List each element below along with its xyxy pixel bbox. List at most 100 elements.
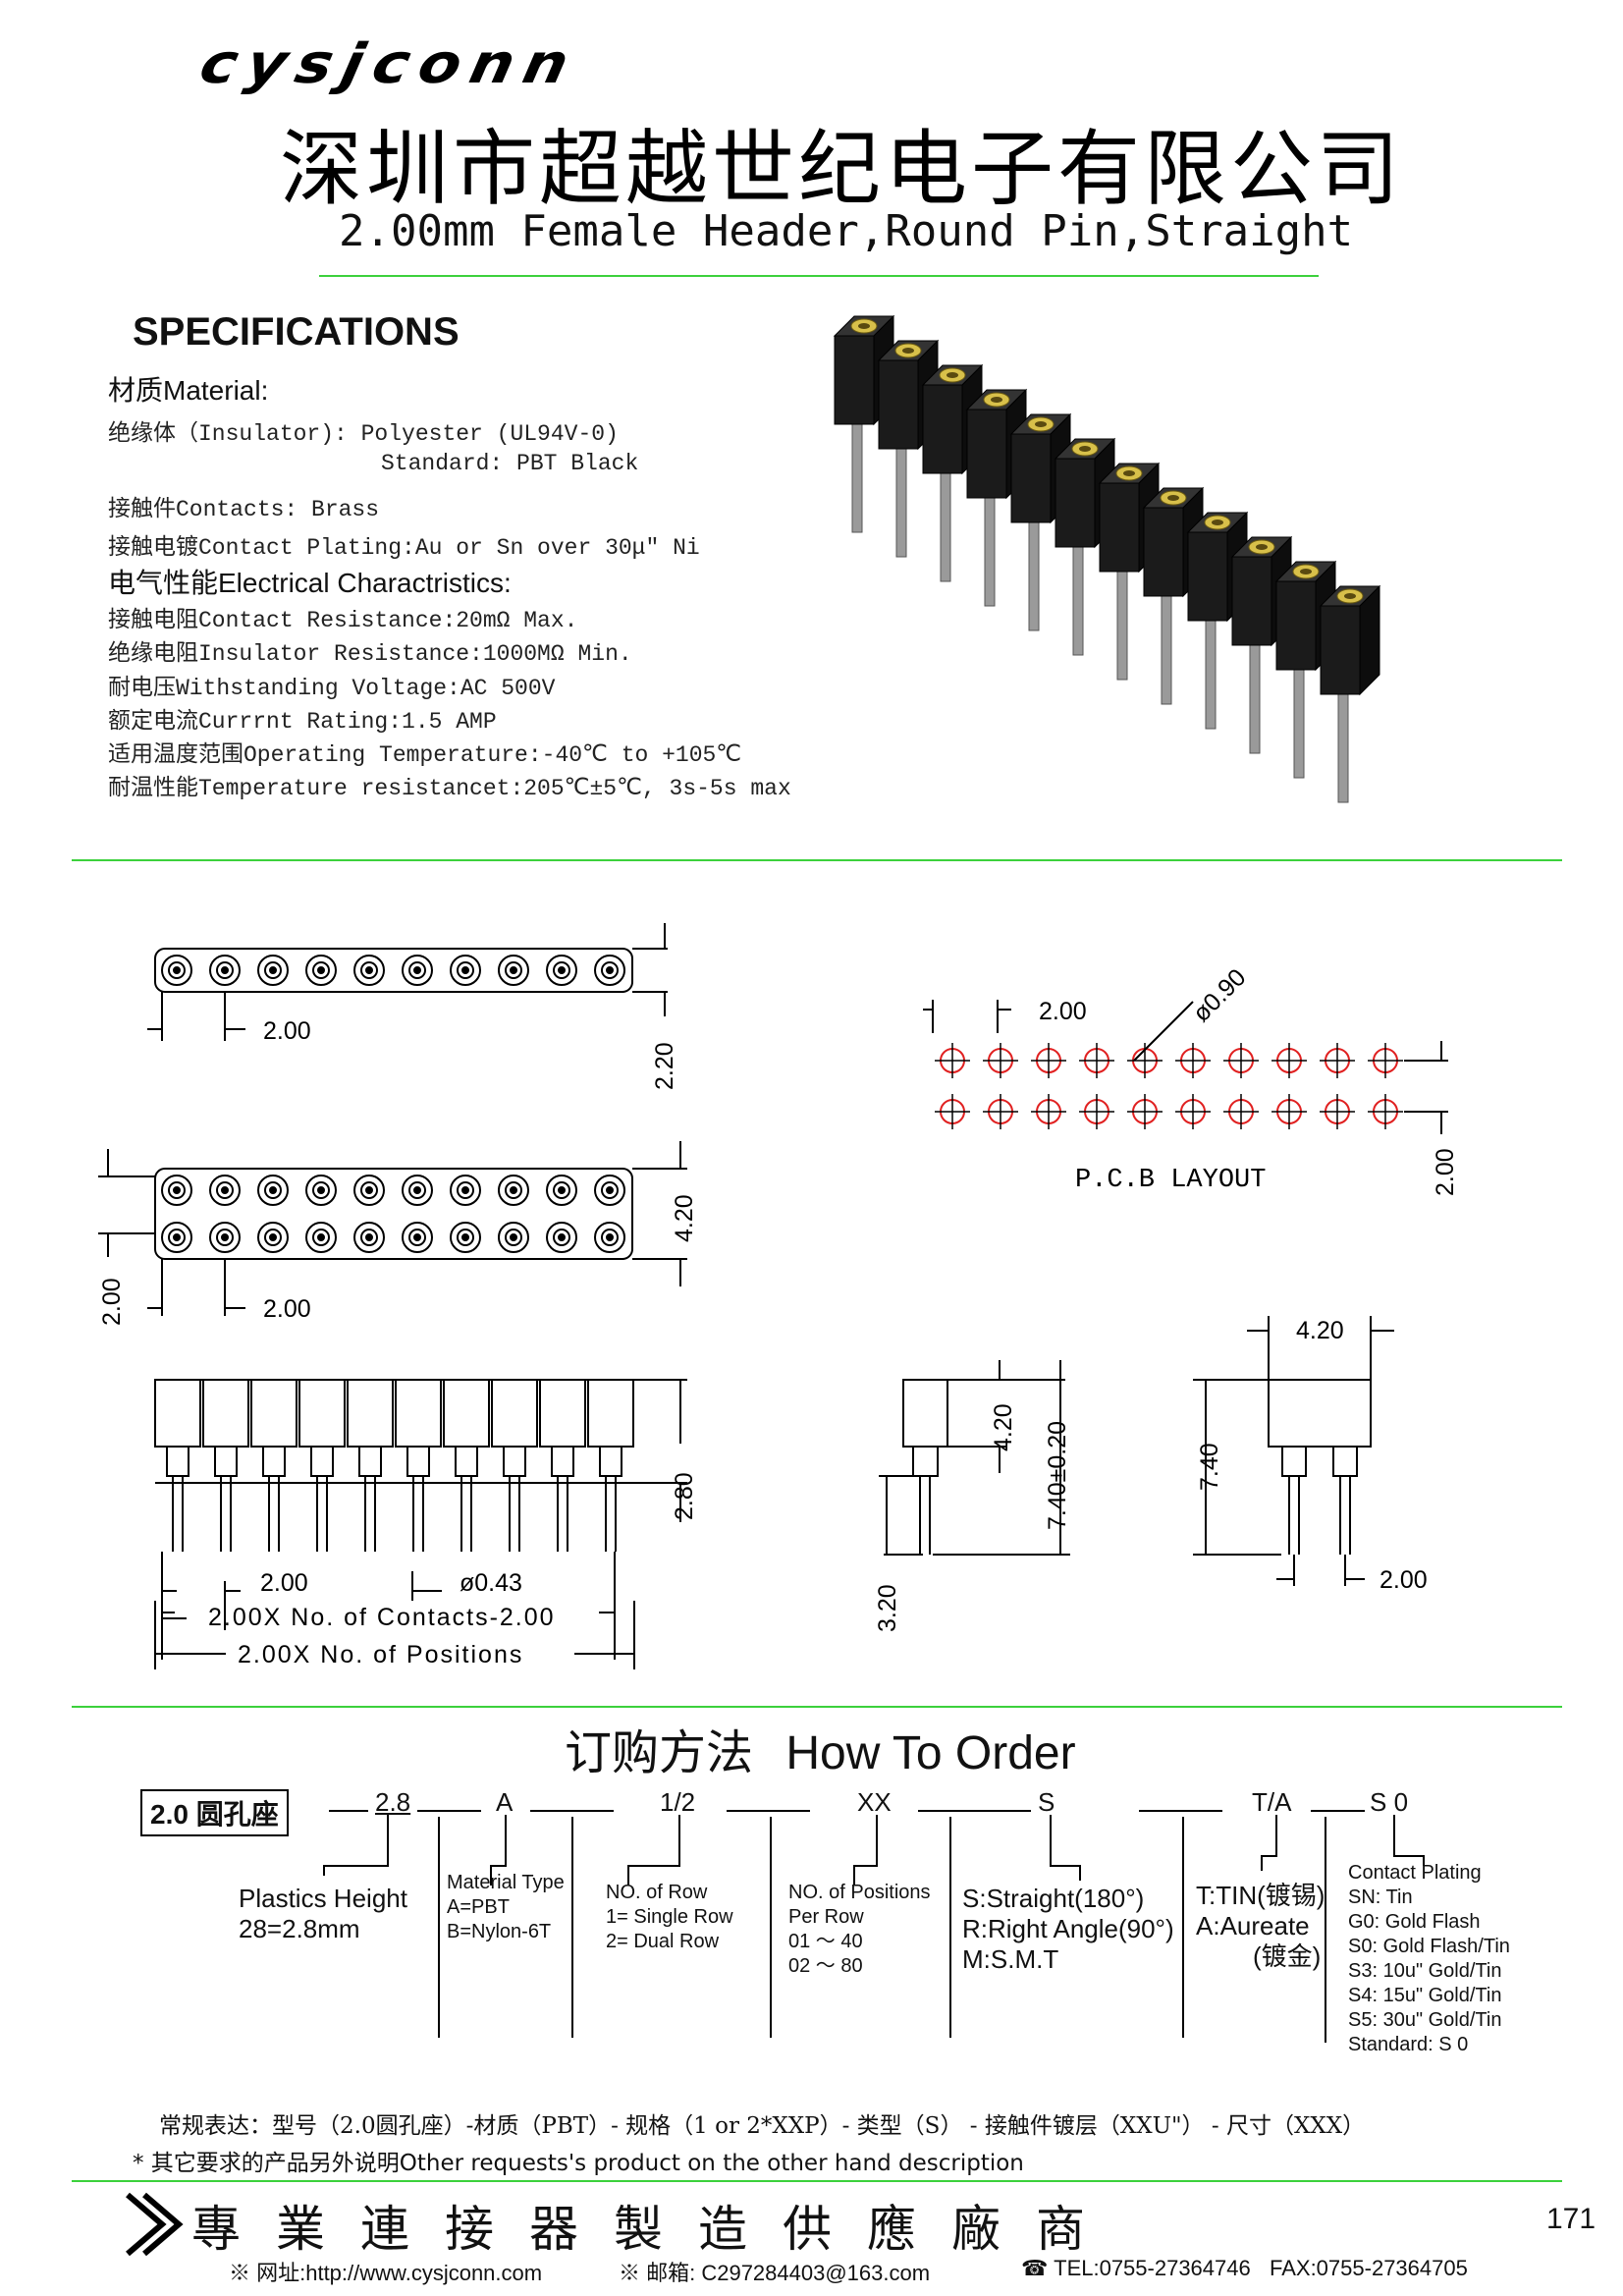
housing-block	[1231, 556, 1272, 646]
page-number: 171	[1546, 2203, 1596, 2235]
spec-plating: 接触电镀Contact Plating:Au or Sn over 30μ" N…	[108, 535, 700, 561]
side-housing-cell	[395, 1379, 442, 1448]
contact-standard: Standard: S 0	[1348, 2034, 1469, 2055]
socket-hole	[305, 1175, 337, 1206]
code-type: S	[1038, 1787, 1055, 1817]
order-title-cn: 订购方法	[565, 1725, 754, 1780]
phone-icon: ☎	[1021, 2256, 1049, 2280]
socket-hole	[450, 955, 481, 986]
socket-hole	[161, 955, 192, 986]
electrical-heading: 电气性能Electrical Charactristics:	[108, 568, 512, 598]
dim-end-tail: 3.20	[874, 1584, 901, 1632]
specs-heading: SPECIFICATIONS	[133, 310, 460, 354]
dim-side-len1: 2.00X No. of Contacts-2.00	[208, 1604, 556, 1631]
order-height-desc: Plastics Height 28=2.8mm	[239, 1884, 407, 1944]
socket-hole	[546, 955, 577, 986]
side-housing-cell	[298, 1379, 346, 1448]
spec-insulator-resistance: 绝缘电阻Insulator Resistance:1000MΩ Min.	[108, 641, 632, 667]
socket-hole	[353, 1175, 385, 1206]
housing-block	[878, 359, 919, 450]
order-title: 订购方法 How To Order	[565, 1714, 1076, 1782]
height-label: Plastics Height	[239, 1884, 407, 1913]
housing-block	[1275, 580, 1317, 671]
socket-hole	[546, 1222, 577, 1253]
code-positions: XX	[857, 1787, 892, 1817]
socket-hole	[402, 955, 433, 986]
contact-s4: S4: 15u" Gold/Tin	[1348, 1985, 1502, 2006]
divider-3	[72, 2180, 1562, 2182]
code-line-4	[727, 1810, 810, 1812]
footer-fax: FAX:0755-27364705	[1270, 2256, 1468, 2280]
spec-contact-resistance: 接触电阻Contact Resistance:20mΩ Max.	[108, 608, 578, 633]
socket-hole	[161, 1222, 192, 1253]
socket-hole	[257, 1222, 289, 1253]
housing-block	[922, 384, 963, 474]
order-note-other: * 其它要求的产品另外说明Other requests's product on…	[133, 2151, 1024, 2176]
socket-hole	[594, 1175, 625, 1206]
dim-pcb-row-pitch: 2.00	[1432, 1148, 1459, 1196]
housing-block	[834, 335, 875, 425]
dim-side-pitch: 2.00	[260, 1569, 308, 1597]
dim-dual-end-width: 4.20	[1296, 1317, 1344, 1344]
socket-hole	[498, 1222, 529, 1253]
spec-insulator-standard: Standard: PBT Black	[381, 451, 639, 476]
socket-hole	[594, 1222, 625, 1253]
contact-sn: SN: Tin	[1348, 1886, 1413, 1908]
order-base-code: 2.0 圆孔座	[140, 1789, 289, 1836]
contact-s5: S5: 30u" Gold/Tin	[1348, 2009, 1502, 2031]
side-housing-cell	[250, 1379, 298, 1448]
chevron-logo-icon	[126, 2192, 184, 2257]
positions-per-row: Per Row	[788, 1906, 864, 1928]
side-housing-cell	[154, 1379, 201, 1448]
type-right-angle: R:Right Angle(90°)	[962, 1914, 1174, 1943]
socket-hole	[257, 1175, 289, 1206]
dim-top-pitch: 2.00	[263, 1017, 311, 1045]
dim-dual-row-pitch: 2.00	[98, 1278, 126, 1326]
rows-single: 1= Single Row	[606, 1906, 733, 1928]
side-housing-cell	[347, 1379, 394, 1448]
dim-dual-end-pitch: 2.00	[1380, 1566, 1428, 1594]
order-type-desc: S:Straight(180°) R:Right Angle(90°) M:S.…	[962, 1884, 1174, 1975]
contact-s0: S0: Gold Flash/Tin	[1348, 1936, 1510, 1957]
socket-hole	[353, 955, 385, 986]
divider-1	[72, 859, 1562, 861]
single-end-view	[902, 1379, 948, 1448]
side-housing-cell	[202, 1379, 249, 1448]
footer-email[interactable]: ※ 邮箱: C297284403@163.com	[619, 2261, 931, 2285]
socket-hole	[209, 1222, 241, 1253]
socket-hole	[402, 1222, 433, 1253]
housing-block	[1099, 482, 1140, 573]
socket-hole	[594, 955, 625, 986]
height-value: 28=2.8mm	[239, 1914, 360, 1943]
code-line-3	[530, 1810, 614, 1812]
company-name: 深圳市超越世纪电子有限公司	[280, 121, 1404, 217]
footer-tel: ☎ TEL:0755-27364746	[1021, 2256, 1251, 2281]
rows-dual: 2= Dual Row	[606, 1931, 720, 1952]
socket-hole	[546, 1175, 577, 1206]
code-height: 2.8	[375, 1787, 411, 1817]
dim-top-height: 2.20	[651, 1042, 678, 1090]
product-illustration	[833, 314, 1381, 803]
single-row-top-view	[154, 948, 633, 993]
divider-2	[72, 1706, 1562, 1708]
dim-side-height: 2.80	[671, 1472, 698, 1520]
socket-hole	[353, 1222, 385, 1253]
side-housing-cell	[587, 1379, 634, 1448]
spec-temp-resistance: 耐温性能Temperature resistancet:205℃±5℃, 3s-…	[108, 776, 791, 801]
dim-end-height: 4.20	[990, 1403, 1017, 1451]
dim-dual-col-pitch: 2.00	[263, 1295, 311, 1323]
side-housing-cell	[539, 1379, 586, 1448]
dual-end-view	[1268, 1379, 1372, 1448]
rows-label: NO. of Row	[606, 1882, 708, 1903]
dim-side-pin: ø0.43	[460, 1569, 522, 1597]
spec-operating-temp: 适用温度范围Operating Temperature:-40℃ to +105…	[108, 742, 742, 768]
code-line-1	[329, 1810, 368, 1812]
positions-label: NO. of Positions	[788, 1882, 931, 1903]
dual-row-top-view	[154, 1168, 633, 1260]
tel-text: TEL:0755-27364746	[1054, 2256, 1251, 2280]
spec-withstanding-voltage: 耐电压Withstanding Voltage:AC 500V	[108, 676, 556, 701]
socket-hole	[305, 1222, 337, 1253]
material-b: B=Nylon-6T	[447, 1921, 552, 1942]
footer-website[interactable]: ※ 网址:http://www.cysjconn.com	[229, 2261, 543, 2285]
pcb-layout-label: P.C.B LAYOUT	[1075, 1166, 1266, 1195]
